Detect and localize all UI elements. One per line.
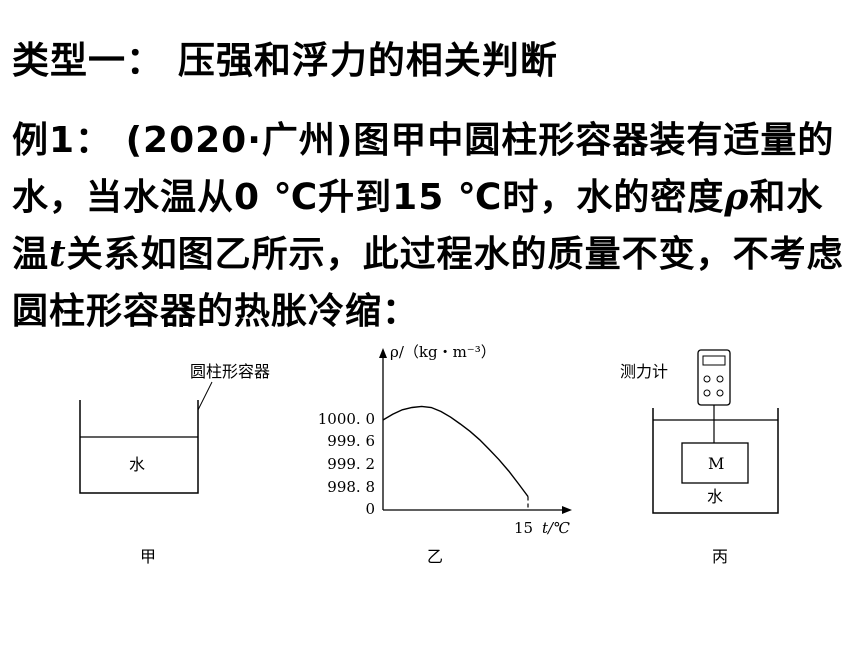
meter-knob-1 xyxy=(703,375,711,383)
y-tick-label-998-8: 998. 8 xyxy=(327,478,375,496)
force-meter-display xyxy=(702,355,726,366)
caption-jia: 甲 xyxy=(140,547,156,566)
x-axis-arrow xyxy=(562,506,572,514)
meter-label: 测力计 xyxy=(620,362,668,381)
figures: 圆柱形容器 水 甲 ρ/（kg・m⁻³） 1000. 0 999. 6 999.… xyxy=(0,330,860,630)
bing-container-walls xyxy=(652,408,779,514)
y-tick-label-1000: 1000. 0 xyxy=(318,410,375,428)
container-walls xyxy=(79,400,199,494)
t-symbol: t xyxy=(49,233,67,275)
problem-text-part3: 关系如图乙所示，此过程水的质量不变，不考虑圆柱形容器的热胀冷缩： xyxy=(12,234,844,332)
x-axis-label: t/℃ xyxy=(542,519,570,537)
figure-yi: ρ/（kg・m⁻³） 1000. 0 999. 6 999. 2 998. 8 … xyxy=(318,343,572,566)
block-m-label: M xyxy=(708,454,724,473)
y-axis-arrow xyxy=(379,348,387,358)
heading: 类型一： 压强和浮力的相关判断 xyxy=(12,39,558,82)
figure-bing: 测力计 M 水 丙 xyxy=(620,349,779,566)
water-label-jia: 水 xyxy=(129,455,145,474)
rho-symbol: ρ xyxy=(724,176,750,218)
block-m xyxy=(681,442,749,484)
figures-svg: 圆柱形容器 水 甲 ρ/（kg・m⁻³） 1000. 0 999. 6 999.… xyxy=(79,343,779,566)
water-label-bing: 水 xyxy=(707,487,723,506)
problem-text: 例1： (2020·广州)图甲中圆柱形容器装有适量的水，当水温从0 ℃升到15 … xyxy=(12,112,852,340)
figure-jia: 圆柱形容器 水 甲 xyxy=(79,362,270,566)
problem-text-part2: 和水温 xyxy=(12,177,824,275)
x-tick-label-15: 15 xyxy=(514,519,533,537)
y-tick-label-999-6: 999. 6 xyxy=(327,432,375,450)
meter-knob-4 xyxy=(716,389,724,397)
y-axis-label: ρ/（kg・m⁻³） xyxy=(390,343,496,361)
container-label: 圆柱形容器 xyxy=(190,362,270,381)
density-curve xyxy=(382,405,529,497)
y-tick-label-origin: 0 xyxy=(365,500,375,518)
caption-yi: 乙 xyxy=(427,547,443,566)
y-tick-label-999-2: 999. 2 xyxy=(327,455,375,473)
meter-knob-3 xyxy=(703,389,711,397)
container-leader-line xyxy=(197,381,213,411)
caption-bing: 丙 xyxy=(712,547,728,566)
meter-knob-2 xyxy=(716,375,724,383)
problem-text-part1: 例1： (2020·广州)图甲中圆柱形容器装有适量的水，当水温从0 ℃升到15 … xyxy=(12,120,835,218)
